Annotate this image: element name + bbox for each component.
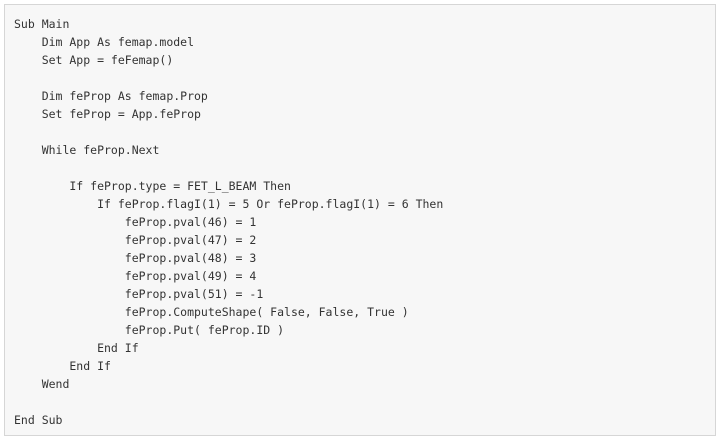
code-line: Dim App As femap.model <box>14 35 195 49</box>
code-line: feProp.pval(49) = 4 <box>14 269 257 283</box>
code-line: If feProp.flagI(1) = 5 Or feProp.flagI(1… <box>14 197 444 211</box>
code-line: Wend <box>14 377 70 391</box>
code-line: feProp.pval(47) = 2 <box>14 233 257 247</box>
code-line: feProp.pval(48) = 3 <box>14 251 257 265</box>
code-line: End If <box>14 341 139 355</box>
code-line: feProp.Put( feProp.ID ) <box>14 323 285 337</box>
code-line: feProp.ComputeShape( False, False, True … <box>14 305 409 319</box>
code-lines: Sub Main Dim App As femap.model Set App … <box>14 15 443 429</box>
code-line: If feProp.type = FET_L_BEAM Then <box>14 179 291 193</box>
code-block: Sub Main Dim App As femap.model Set App … <box>4 4 716 436</box>
code-line: End If <box>14 359 111 373</box>
code-line <box>14 393 443 411</box>
code-line: Dim feProp As femap.Prop <box>14 89 208 103</box>
code-line <box>14 159 443 177</box>
code-line: While feProp.Next <box>14 143 160 157</box>
code-line <box>14 69 443 87</box>
code-line: feProp.pval(51) = -1 <box>14 287 264 301</box>
code-line: End Sub <box>14 413 63 427</box>
code-line: Set App = feFemap() <box>14 53 174 67</box>
code-line: Set feProp = App.feProp <box>14 107 201 121</box>
code-line <box>14 123 443 141</box>
code-line: feProp.pval(46) = 1 <box>14 215 257 229</box>
code-line: Sub Main <box>14 17 70 31</box>
